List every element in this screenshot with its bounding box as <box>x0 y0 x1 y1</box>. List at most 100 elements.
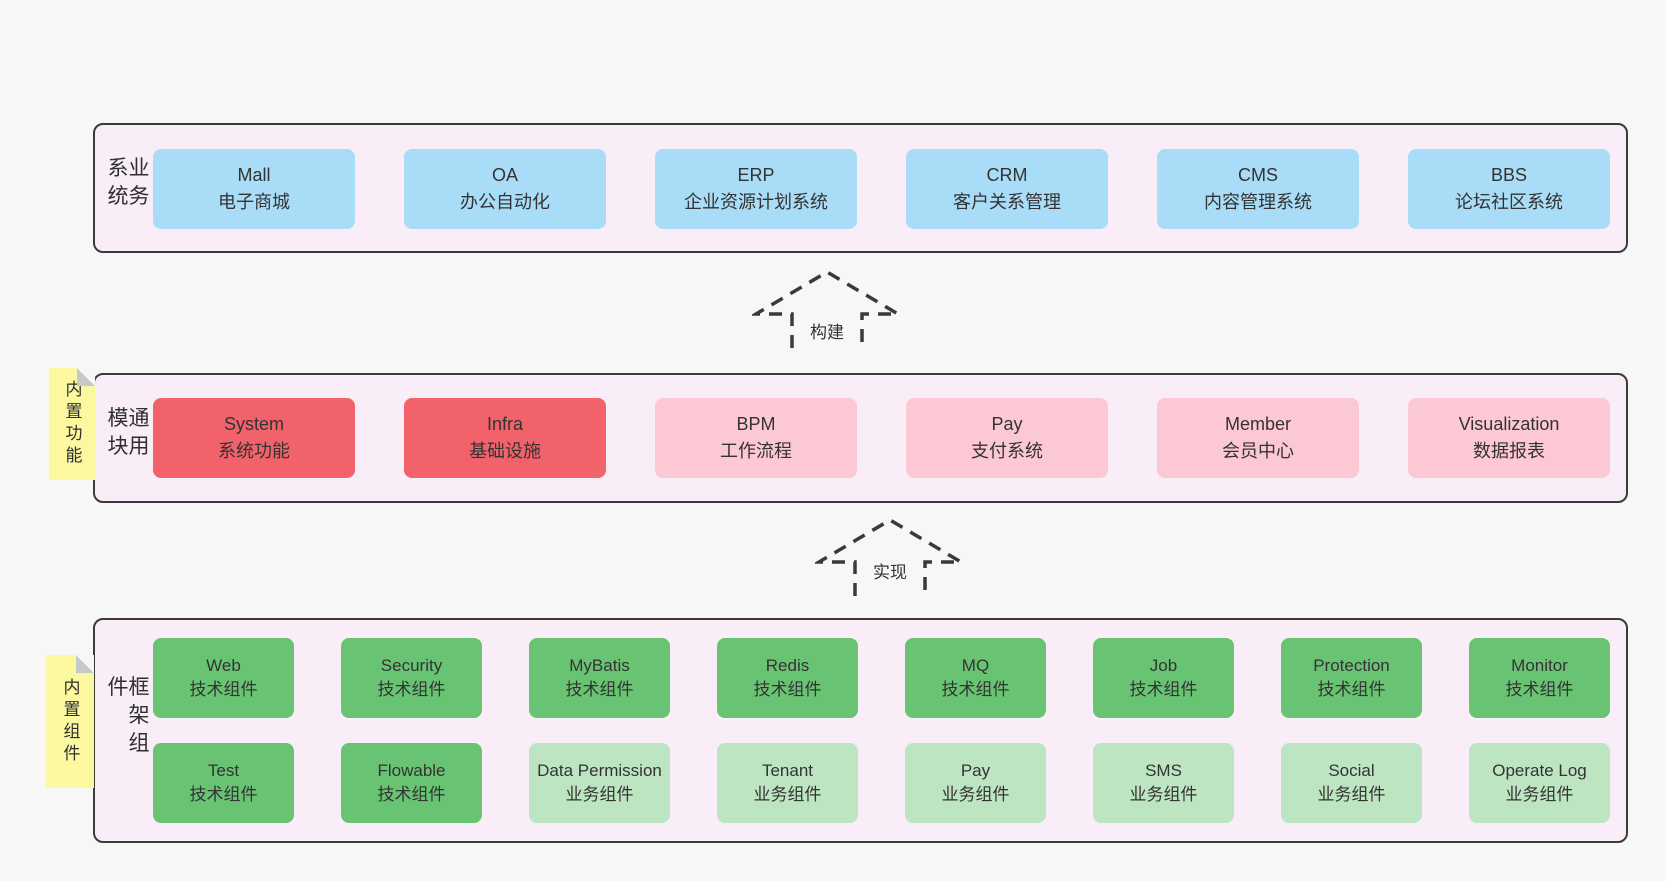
section-label-common: 通用模块 <box>105 406 149 463</box>
box-subtitle: 技术组件 <box>189 785 258 804</box>
box-title: Monitor <box>1511 656 1568 675</box>
box-title: CRM <box>986 165 1028 185</box>
box-title: ERP <box>737 165 775 185</box>
box-subtitle: 技术组件 <box>1505 680 1574 699</box>
section-label-framework: 框架组件 <box>105 675 149 760</box>
component-box-security: Security 技术组件 <box>341 638 482 718</box>
component-box-data-permission: Data Permission 业务组件 <box>529 743 670 823</box>
component-box-social: Social 业务组件 <box>1281 743 1422 823</box>
box-subtitle: 内容管理系统 <box>1204 192 1312 212</box>
section-business-systems: 业务系统 Mall 电子商城 OA 办公自动化 ERP 企业资源计划系统 CRM… <box>93 123 1628 253</box>
box-subtitle: 技术组件 <box>377 785 446 804</box>
box-title: CMS <box>1238 165 1278 185</box>
sticky-text: 内置功能 <box>62 380 82 468</box>
box-subtitle: 企业资源计划系统 <box>684 192 828 212</box>
business-box-row: Mall 电子商城 OA 办公自动化 ERP 企业资源计划系统 CRM 客户关系… <box>153 149 1610 229</box>
box-subtitle: 业务组件 <box>1317 785 1386 804</box>
component-box-operate-log: Operate Log 业务组件 <box>1469 743 1610 823</box>
module-box-mall: Mall 电子商城 <box>153 149 355 229</box>
component-box-web: Web 技术组件 <box>153 638 294 718</box>
module-box-infra: Infra 基础设施 <box>404 398 606 478</box>
box-subtitle: 业务组件 <box>565 785 634 804</box>
module-box-member: Member 会员中心 <box>1157 398 1359 478</box>
box-title: SMS <box>1145 761 1182 780</box>
component-box-tenant: Tenant 业务组件 <box>717 743 858 823</box>
component-box-monitor: Monitor 技术组件 <box>1469 638 1610 718</box>
box-title: Redis <box>765 656 810 675</box>
box-subtitle: 支付系统 <box>971 441 1043 461</box>
box-subtitle: 技术组件 <box>377 680 446 699</box>
box-title: Test <box>207 761 240 780</box>
box-subtitle: 客户关系管理 <box>953 192 1061 212</box>
arrow-label-implement: 实现 <box>873 563 907 582</box>
sticky-note-builtin-components: 内置组件 <box>46 655 94 788</box>
module-box-system: System 系统功能 <box>153 398 355 478</box>
box-subtitle: 业务组件 <box>1505 785 1574 804</box>
component-box-mybatis: MyBatis 技术组件 <box>529 638 670 718</box>
box-subtitle: 业务组件 <box>753 785 822 804</box>
component-box-job: Job 技术组件 <box>1093 638 1234 718</box>
module-box-crm: CRM 客户关系管理 <box>906 149 1108 229</box>
module-box-cms: CMS 内容管理系统 <box>1157 149 1359 229</box>
component-box-test: Test 技术组件 <box>153 743 294 823</box>
sticky-text: 内置组件 <box>60 677 80 766</box>
box-title: Pay <box>960 761 991 780</box>
box-title: Operate Log <box>1492 761 1587 780</box>
box-title: Pay <box>991 414 1023 434</box>
folded-corner-icon <box>77 368 95 386</box>
box-subtitle: 会员中心 <box>1222 441 1294 461</box>
section-framework-components: 框架组件 Web 技术组件 Security 技术组件 MyBatis 技术组件… <box>93 618 1628 843</box>
module-box-visualization: Visualization 数据报表 <box>1408 398 1610 478</box>
component-box-pay: Pay 业务组件 <box>905 743 1046 823</box>
box-title: Security <box>380 656 443 675</box>
box-title: BPM <box>736 414 776 434</box>
box-title: Web <box>206 656 241 675</box>
section-common-modules: 通用模块 System 系统功能 Infra 基础设施 BPM 工作流程 Pay… <box>93 373 1628 503</box>
box-subtitle: 电子商城 <box>218 192 290 212</box>
box-subtitle: 系统功能 <box>218 441 290 461</box>
box-title: Flowable <box>377 761 446 780</box>
box-title: MQ <box>961 656 990 675</box>
component-box-mq: MQ 技术组件 <box>905 638 1046 718</box>
common-box-row: System 系统功能 Infra 基础设施 BPM 工作流程 Pay 支付系统… <box>153 398 1610 478</box>
box-title: Data Permission <box>537 761 662 780</box>
component-box-flowable: Flowable 技术组件 <box>341 743 482 823</box>
box-subtitle: 技术组件 <box>753 680 822 699</box>
box-subtitle: 基础设施 <box>469 441 541 461</box>
component-box-redis: Redis 技术组件 <box>717 638 858 718</box>
box-title: Job <box>1149 656 1178 675</box>
dashed-up-arrow-implement-icon <box>815 517 965 596</box>
box-title: Mall <box>237 165 271 185</box>
box-subtitle: 数据报表 <box>1473 441 1545 461</box>
framework-box-row-1: Web 技术组件 Security 技术组件 MyBatis 技术组件 Redi… <box>153 638 1610 718</box>
box-title: Visualization <box>1458 414 1560 434</box>
box-subtitle: 业务组件 <box>1129 785 1198 804</box>
framework-box-row-2: Test 技术组件 Flowable 技术组件 Data Permission … <box>153 743 1610 823</box>
box-title: OA <box>491 165 518 185</box>
dashed-up-arrow-build-icon <box>752 269 902 348</box>
section-label-business: 业务系统 <box>105 156 149 213</box>
box-title: Protection <box>1313 656 1390 675</box>
box-title: Member <box>1224 414 1291 434</box>
box-title: System <box>223 414 284 434</box>
box-subtitle: 技术组件 <box>1317 680 1386 699</box>
box-subtitle: 工作流程 <box>720 441 792 461</box>
box-subtitle: 技术组件 <box>189 680 258 699</box>
box-title: Social <box>1328 761 1375 780</box>
sticky-note-builtin-features: 内置功能 <box>49 368 95 480</box>
box-subtitle: 技术组件 <box>1129 680 1198 699</box>
box-title: BBS <box>1490 165 1528 185</box>
box-subtitle: 办公自动化 <box>460 192 550 212</box>
module-box-erp: ERP 企业资源计划系统 <box>655 149 857 229</box>
box-title: MyBatis <box>569 656 630 675</box>
box-subtitle: 业务组件 <box>941 785 1010 804</box>
box-title: Infra <box>486 414 524 434</box>
module-box-bbs: BBS 论坛社区系统 <box>1408 149 1610 229</box>
module-box-pay: Pay 支付系统 <box>906 398 1108 478</box>
box-subtitle: 论坛社区系统 <box>1455 192 1563 212</box>
box-title: Tenant <box>761 761 814 780</box>
folded-corner-icon <box>76 655 94 673</box>
module-box-oa: OA 办公自动化 <box>404 149 606 229</box>
component-box-protection: Protection 技术组件 <box>1281 638 1422 718</box>
module-box-bpm: BPM 工作流程 <box>655 398 857 478</box>
